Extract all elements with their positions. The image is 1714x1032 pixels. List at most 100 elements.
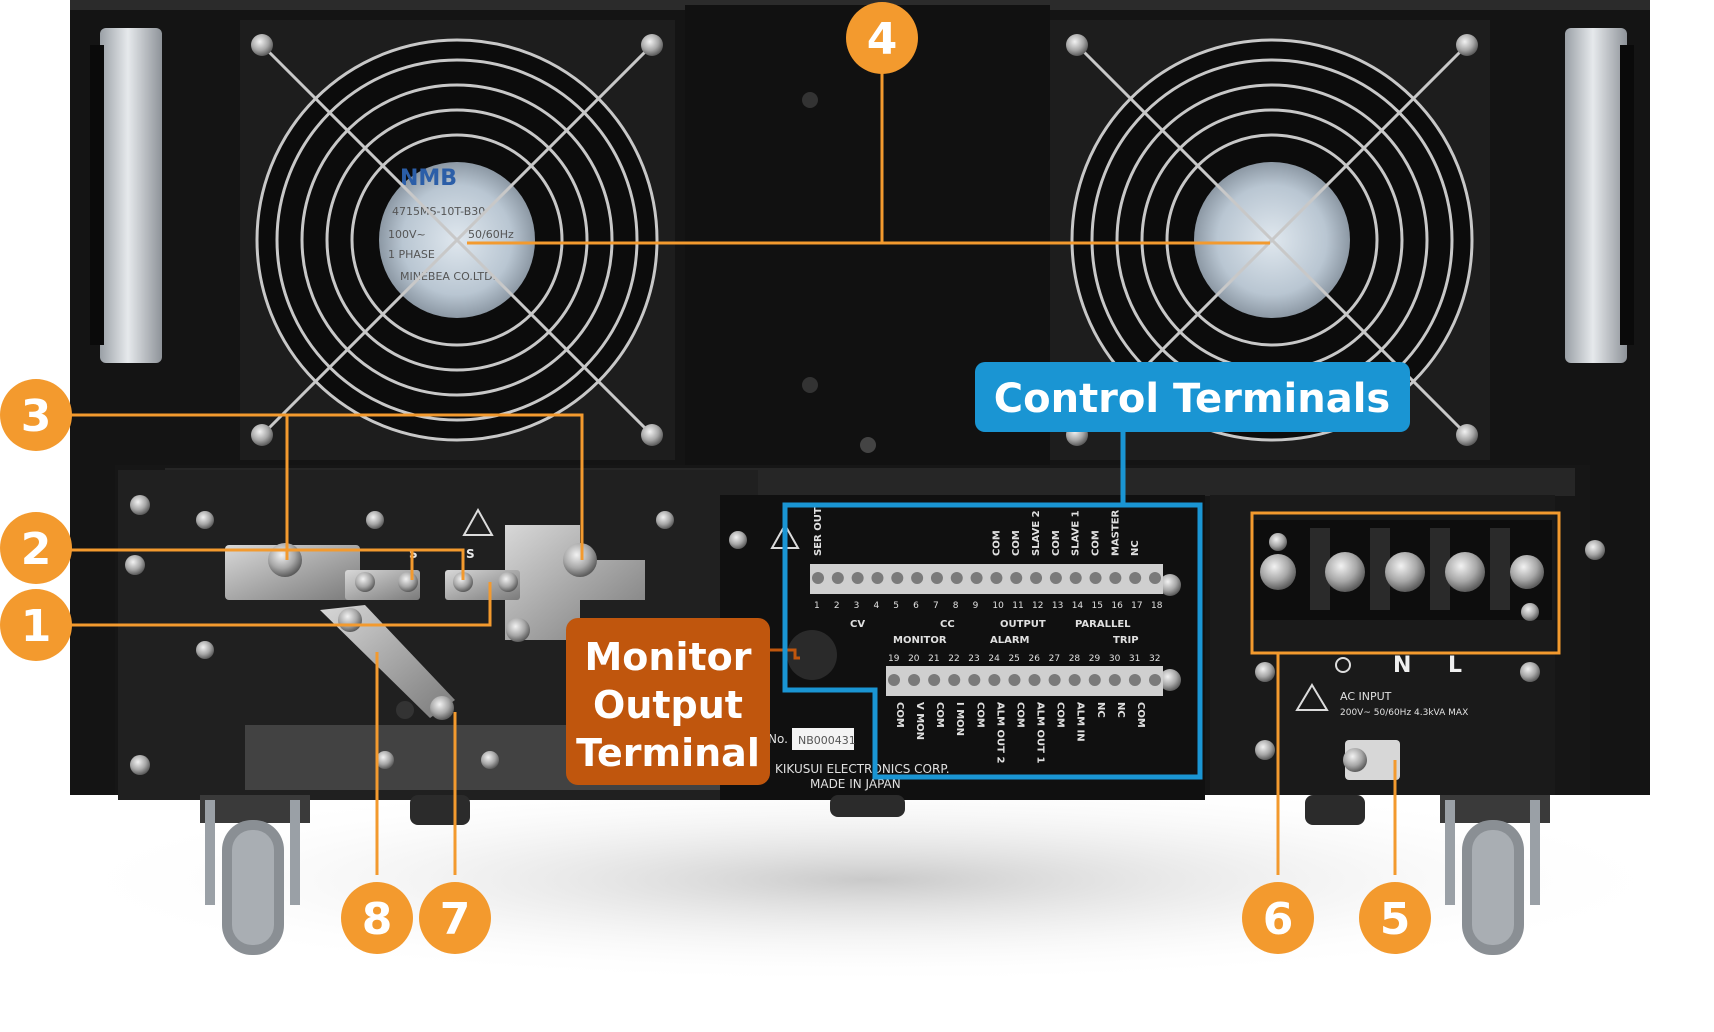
ac-input-rating: 200V~ 50/60Hz 4.3kVA MAX [1340, 708, 1468, 718]
svg-text:1: 1 [21, 601, 52, 652]
svg-text:5: 5 [1380, 894, 1411, 945]
terminal-screw-14[interactable] [1069, 572, 1082, 584]
callout-badge-4: 4 [846, 2, 918, 74]
terminal-number: 26 [1029, 654, 1041, 664]
terminal-screw-22[interactable] [948, 674, 961, 686]
terminal-screw-31[interactable] [1128, 674, 1141, 686]
monitor-output-line2: Output [593, 683, 743, 727]
terminal-strip-row1[interactable] [810, 564, 1163, 594]
svg-text:6: 6 [1263, 894, 1294, 945]
terminal-screw-15[interactable] [1089, 572, 1102, 584]
terminal-number: 5 [893, 601, 899, 611]
terminal-screw-4[interactable] [871, 572, 884, 584]
terminal-number: 22 [948, 654, 959, 664]
terminal-number: 16 [1111, 601, 1123, 611]
terminal-bottom-label: NC [1095, 702, 1106, 718]
callout-badge-5: 5 [1359, 882, 1431, 954]
terminal-screw-1[interactable] [812, 572, 824, 584]
ac-terminal-screw-3[interactable] [1445, 552, 1485, 592]
terminal-screw-7[interactable] [930, 572, 943, 584]
fan-rating-hz-left: 50/60Hz [468, 228, 514, 241]
control-terminals-label: Control Terminals [994, 376, 1390, 422]
terminal-screw-28[interactable] [1068, 674, 1081, 686]
right-handle[interactable] [1565, 28, 1627, 363]
ac-input-label: AC INPUT [1340, 690, 1392, 703]
terminal-group-label: MONITOR [893, 635, 947, 646]
terminal-number: 1 [814, 601, 820, 611]
terminal-screw-26[interactable] [1028, 674, 1041, 686]
terminal-screw-10[interactable] [990, 572, 1003, 584]
terminal-screw-18[interactable] [1149, 572, 1161, 584]
monitor-jack [787, 630, 837, 680]
svg-text:7: 7 [440, 894, 471, 945]
foot-right [1305, 795, 1365, 825]
serial-number: NB000431 [798, 734, 856, 747]
terminal-screw-11[interactable] [1010, 572, 1023, 584]
terminal-number: 14 [1072, 601, 1084, 611]
terminal-number: 9 [973, 601, 979, 611]
terminal-screw-17[interactable] [1129, 572, 1142, 584]
terminal-screw-30[interactable] [1108, 674, 1121, 686]
terminal-strip-row2[interactable] [886, 666, 1163, 696]
ground-terminal-screw[interactable] [1260, 554, 1296, 590]
ac-label-n: N [1393, 653, 1411, 678]
terminal-screw-24[interactable] [988, 674, 1001, 686]
terminal-screw-9[interactable] [970, 572, 983, 584]
terminal-top-label: COM [1051, 530, 1062, 556]
terminal-screw-21[interactable] [928, 674, 941, 686]
terminal-screw-6[interactable] [911, 572, 924, 584]
terminal-group-label: PARALLEL [1075, 619, 1131, 630]
terminal-number: 17 [1131, 601, 1142, 611]
callout-lines [68, 66, 1561, 875]
terminal-number: 3 [854, 601, 860, 611]
center-screw-mid [802, 377, 818, 393]
terminal-screw-25[interactable] [1008, 674, 1021, 686]
ac-label-l: L [1448, 653, 1462, 678]
terminal-number: 4 [873, 601, 879, 611]
terminal-bottom-label: ALM OUT 2 [994, 702, 1005, 763]
monitor-output-callout: Monitor Output Terminal [566, 618, 770, 785]
terminal-screw-8[interactable] [950, 572, 963, 584]
fan-phase-left: 1 PHASE [388, 248, 435, 261]
ac-terminal-screw-2[interactable] [1385, 552, 1425, 592]
terminal-number: 25 [1008, 654, 1019, 664]
terminal-top-label: MASTER [1110, 509, 1121, 556]
left-fan: NMB 4715MS-10T-B30 100V~ 50/60Hz 1 PHASE… [240, 20, 675, 460]
terminal-bottom-label: COM [1135, 702, 1146, 728]
positive-output-bar[interactable] [505, 525, 645, 640]
terminal-screw-2[interactable] [831, 572, 844, 584]
nameplate-no-label: No. [768, 732, 788, 746]
terminal-number: 15 [1092, 601, 1103, 611]
terminal-screw-23[interactable] [968, 674, 981, 686]
left-handle[interactable] [100, 28, 162, 363]
ac-terminal-screw-4[interactable] [1510, 555, 1544, 589]
monitor-output-line3: Terminal [576, 731, 760, 775]
ac-terminal-screw-1[interactable] [1325, 552, 1365, 592]
terminal-screw-27[interactable] [1048, 674, 1061, 686]
terminal-screw-12[interactable] [1030, 572, 1043, 584]
terminal-screw-19[interactable] [888, 674, 900, 686]
terminal-top-label: COM [1091, 530, 1102, 556]
terminal-number: 2 [834, 601, 840, 611]
svg-text:3: 3 [21, 391, 52, 442]
terminal-number: 19 [888, 654, 900, 664]
terminal-screw-5[interactable] [891, 572, 904, 584]
terminal-screw-32[interactable] [1149, 674, 1161, 686]
terminal-screw-16[interactable] [1109, 572, 1122, 584]
terminal-screw-29[interactable] [1088, 674, 1101, 686]
terminal-number: 30 [1109, 654, 1121, 664]
terminal-group-label: CV [850, 619, 865, 630]
terminal-number: 27 [1049, 654, 1060, 664]
left-handle-slot [90, 45, 104, 345]
terminal-bottom-label: COM [894, 702, 905, 728]
monitor-output-line1: Monitor [584, 635, 751, 679]
sense-polarity-label-2: S [466, 547, 475, 561]
shorting-bar[interactable] [320, 605, 455, 718]
warning-triangle-ac [1295, 683, 1329, 711]
terminal-screw-3[interactable] [851, 572, 864, 584]
terminal-screw-20[interactable] [908, 674, 921, 686]
terminal-screw-13[interactable] [1049, 572, 1062, 584]
callout-badge-7: 7 [419, 882, 491, 954]
terminal-bottom-label: COM [1014, 702, 1025, 728]
terminal-bottom-label: ALM OUT 1 [1035, 702, 1046, 763]
